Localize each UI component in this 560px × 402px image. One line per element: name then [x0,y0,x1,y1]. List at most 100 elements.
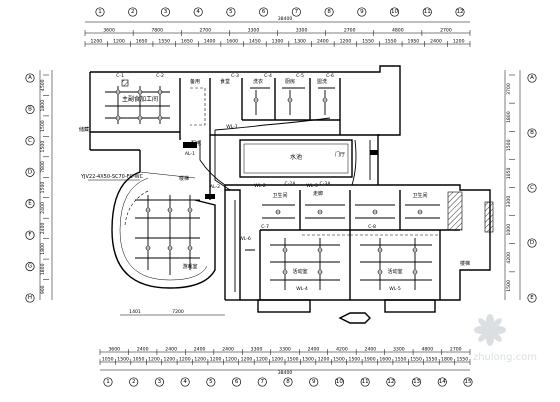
watermark: zhulong.com [473,314,537,363]
wiring-runs [105,86,440,292]
bottom-inner-dim-text: 1550 [395,357,407,363]
sub-dim-2: 7200 [172,309,184,315]
bottom-axis-bubble [206,377,216,387]
bottom-axis-bubble [154,377,164,387]
circuit-label: C-7 [261,224,269,230]
left-dim-text: 1500 [40,120,46,132]
circuit-label: AL-2 [210,184,220,190]
top-axis-label: 5 [229,9,233,15]
left-dim-text: 2400 [40,222,46,234]
right-axis-label: C [530,185,534,191]
bottom-axis-bubble [386,377,396,387]
bottom-inner-dim-text: 1200 [148,357,160,363]
room-label-activity-1: 活动室 [292,268,307,275]
bottom-axis-bubble [360,377,370,387]
left-axis-bubble [25,73,35,83]
sub-dim-1: 1401 [129,309,141,315]
room-label-laundry: 洗衣 [253,78,263,85]
top-axis-bubble [259,7,269,17]
bottom-total-dim: 38400 [278,370,293,376]
left-axis-bubble [25,136,35,146]
top-axis-label: 12 [457,9,464,15]
building-walls [89,65,491,313]
left-axis-label: G [28,264,32,270]
circuit-label: WL-6 [239,236,251,242]
bottom-inner-dim-text: 1200 [225,357,237,363]
bottom-inner-dim-text: 1200 [179,357,191,363]
circuit-label: AL-1 [185,151,195,157]
top-outer-dim-text: 3300 [248,28,260,34]
room-labels: 主副食加工间 备用 配电 食堂 洗衣 水池 门厅 厨房 活动室 活动室 游戏室 … [79,78,470,275]
top-axis-bubble [193,7,203,17]
right-dim-text: 3300 [506,196,512,208]
bottom-axis-bubble [103,377,113,387]
circuit-label: WL-3 [306,183,318,189]
left-axis-bubble [25,199,35,209]
bottom-inner-dim-text: 1500 [302,357,314,363]
left-dim-text: 1800 [40,243,46,255]
top-axis-label: 4 [196,9,200,15]
left-dim-text: 1800 [40,263,46,275]
bottom-axis-label: 4 [183,379,187,385]
bottom-axis-bubble [412,377,422,387]
bottom-axis-label: 14 [439,379,446,385]
bottom-axis-label: 1 [106,379,110,385]
bottom-inner-dim-text: 1550 [410,357,422,363]
top-inner-dim-text: 1200 [453,39,465,45]
sub-dimensions: 1401 7200 [120,309,225,316]
bottom-inner-dim-text: 1500 [349,357,361,363]
top-outer-dim-text: 2700 [199,28,211,34]
left-dim-text: 1500 [40,141,46,153]
top-axis-label: 1 [98,9,102,15]
circuit-label: C-2A [285,181,297,187]
left-axis-label: E [28,201,32,207]
bottom-outer-dim-text: 4200 [336,347,348,353]
bottom-axis-bubble [283,377,293,387]
circular-activity-room [111,171,216,289]
top-inner-dim-text: 1200 [340,39,352,45]
top-axis-label: 11 [424,9,431,15]
bottom-inner-dim-text: 1200 [241,357,253,363]
bottom-axis-bubble [309,377,319,387]
bottom-axis-bubble [463,377,473,387]
bottom-outer-dim-text: 2700 [450,347,462,353]
bottom-outer-dim-text: 3600 [108,347,120,353]
bottom-axis-label: 2 [132,379,136,385]
bottom-axis-label: 5 [209,379,213,385]
bottom-outer-dim-text: 3300 [251,347,263,353]
bottom-inner-dim-text: 1500 [287,357,299,363]
left-dimension-chain: 4500180015001500780015002400240018001800… [25,70,53,303]
bottom-outer-dim-text: 2400 [222,347,234,353]
left-axis-bubble [25,293,35,303]
room-label-pool: 水池 [290,153,302,161]
bottom-inner-dim-text: 1200 [318,357,330,363]
bottom-axis-bubble [334,377,344,387]
panel-al2 [205,194,215,199]
circuit-label: C-3A [320,181,332,187]
left-axis-bubble [25,104,35,114]
bottom-axis-label: 7 [261,379,265,385]
top-outer-dim-text: 4800 [392,28,404,34]
right-axis-bubble [527,73,537,83]
top-inner-dim-text: 1300 [294,39,306,45]
circuit-label: C-3 [231,73,239,79]
top-axis-bubble [455,7,465,17]
entrance-canopy [338,312,371,324]
bottom-axis-label: 15 [465,379,472,385]
top-inner-dim-text: 1550 [385,39,397,45]
top-axis-bubble [128,7,138,17]
right-axis-bubble [527,238,537,248]
room-label-activity-2: 活动室 [387,268,402,275]
top-outer-dim-text: 3300 [296,28,308,34]
distribution-panels [183,142,378,199]
bottom-inner-dim-text: 1600 [379,357,391,363]
panel-al3 [370,150,378,155]
top-inner-dim-text: 1550 [158,39,170,45]
bottom-axis-label: 3 [158,379,162,385]
right-axis-label: B [530,130,534,136]
bottom-inner-dim-text: 1900 [364,357,376,363]
top-outer-dim-text: 2700 [344,28,356,34]
top-axis-label: 9 [360,9,364,15]
bottom-outer-dim-text: 4800 [421,347,433,353]
